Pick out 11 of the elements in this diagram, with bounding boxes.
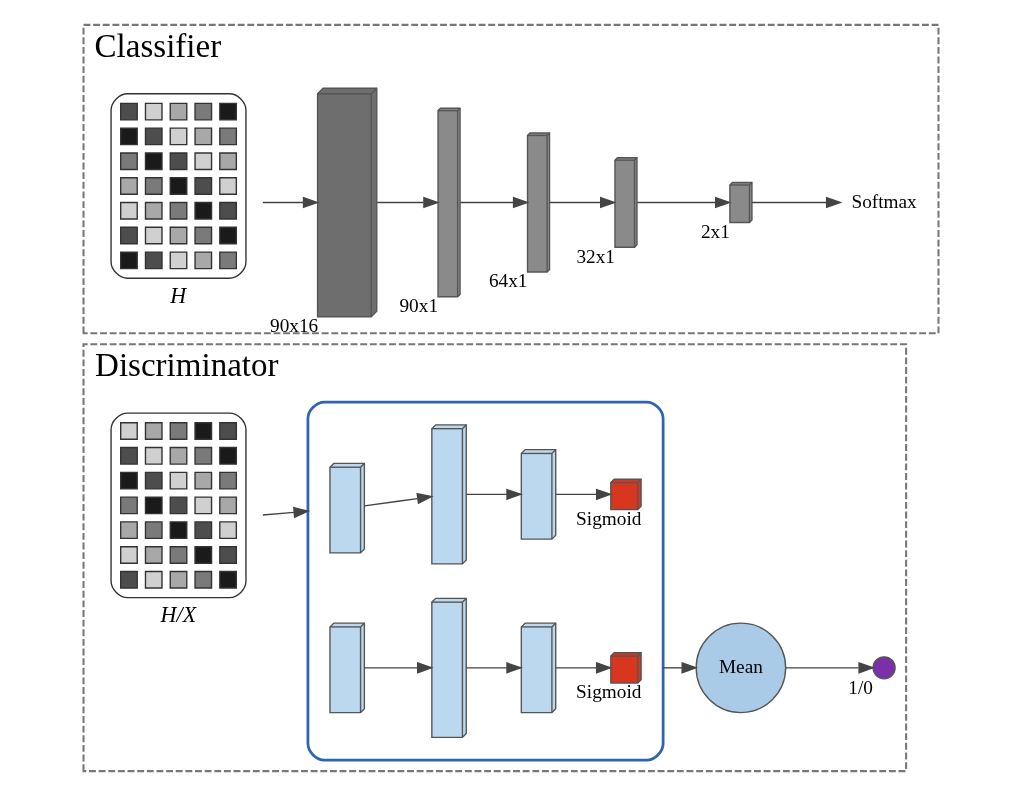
node-label: 90x16 <box>269 315 318 337</box>
node-label: H <box>169 282 186 308</box>
node-label: 1/0 <box>847 677 873 699</box>
node-label: Sigmoid <box>575 507 641 529</box>
node-label: 64x1 <box>488 270 528 292</box>
node-label: 90x1 <box>398 295 438 317</box>
node-text: Softmax <box>850 190 917 212</box>
node-label: Sigmoid <box>575 681 641 703</box>
node-label: H/X <box>160 602 196 628</box>
node-label: 2x1 <box>700 220 730 242</box>
node-label: 32x1 <box>575 245 615 267</box>
